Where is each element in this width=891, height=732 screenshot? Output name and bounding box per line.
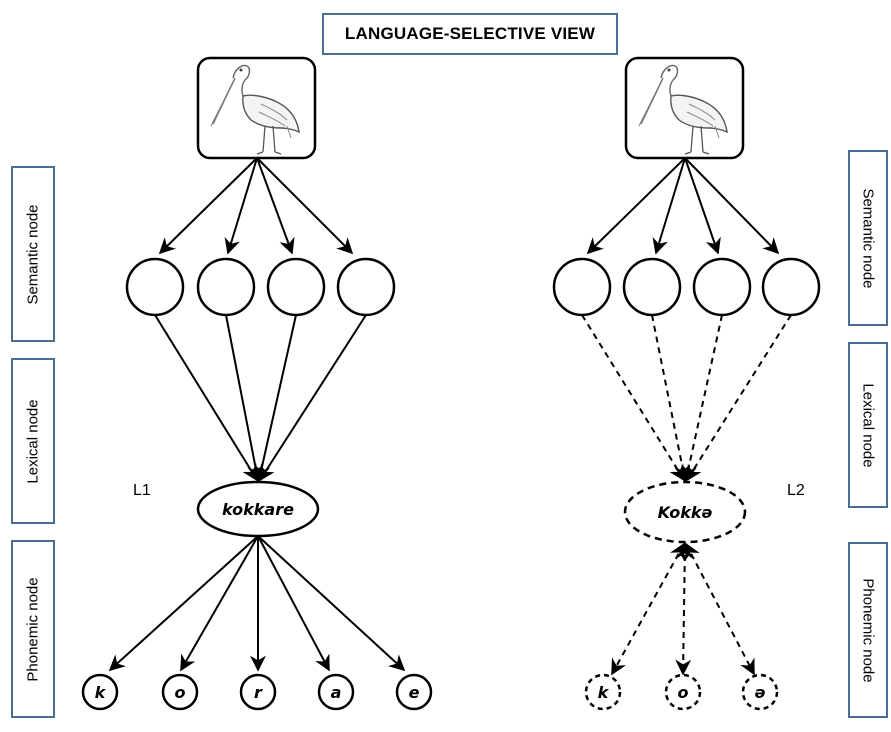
l1-phoneme-node: a <box>317 673 355 711</box>
l1-semantic-node <box>125 257 185 317</box>
l2-semantic-to-lexical-arrows <box>581 314 792 482</box>
l1-semantic-node <box>336 257 396 317</box>
svg-text:k: k <box>95 683 107 702</box>
l1-semantic-nodes <box>125 257 396 317</box>
svg-text:r: r <box>254 683 263 702</box>
l2-semantic-node <box>552 257 612 317</box>
l2-phoneme-nodes: k o ə <box>584 673 779 711</box>
l2-language-label: L2 <box>787 482 805 499</box>
right-lexical-label-box: Lexical node <box>848 342 888 508</box>
l2-semantic-node <box>692 257 752 317</box>
l1-phoneme-node: r <box>239 673 277 711</box>
l1-phoneme-node: o <box>161 673 199 711</box>
svg-text:e: e <box>409 683 420 702</box>
l2-stork-picture <box>624 56 745 160</box>
l1-phoneme-node: e <box>395 673 433 711</box>
svg-text:ə: ə <box>755 683 766 702</box>
l2-phoneme-node: ə <box>741 673 779 711</box>
l1-semantic-to-lexical-arrows <box>154 314 367 482</box>
l2-semantic-node <box>622 257 682 317</box>
svg-text:a: a <box>331 683 342 702</box>
left-semantic-label-box: Semantic node <box>11 166 55 342</box>
l2-phoneme-node: k <box>584 673 622 711</box>
left-phonemic-label-box: Phonemic node <box>11 540 55 718</box>
l2-word-label: Kokkə <box>658 503 713 522</box>
svg-text:o: o <box>175 683 186 702</box>
l1-semantic-node <box>196 257 256 317</box>
l1-word-label: kokkare <box>222 500 294 519</box>
svg-text:k: k <box>598 683 610 702</box>
l1-language-label: L1 <box>133 482 151 499</box>
l2-lexical-node: Kokkə <box>623 480 747 544</box>
l2-semantic-nodes <box>552 257 821 317</box>
l1-phoneme-node: k <box>81 673 119 711</box>
right-semantic-label-box: Semantic node <box>848 150 888 326</box>
l1-phoneme-nodes: k o r a e <box>81 673 433 711</box>
l1-semantic-node <box>266 257 326 317</box>
l2-semantic-node <box>761 257 821 317</box>
diagram-title: LANGUAGE-SELECTIVE VIEW <box>322 13 618 55</box>
l2-phoneme-node: o <box>664 673 702 711</box>
l1-picture-to-semantic-arrows <box>158 157 354 255</box>
right-phonemic-label-box: Phonemic node <box>848 542 888 718</box>
l1-lexical-to-phoneme-arrows <box>108 535 406 672</box>
svg-text:o: o <box>678 683 689 702</box>
l1-stork-picture <box>196 56 317 160</box>
l1-lexical-node: kokkare <box>196 480 320 538</box>
left-lexical-label-box: Lexical node <box>11 358 55 524</box>
l2-picture-to-semantic-arrows <box>586 157 780 255</box>
l2-lexical-phoneme-arrows <box>611 542 755 676</box>
